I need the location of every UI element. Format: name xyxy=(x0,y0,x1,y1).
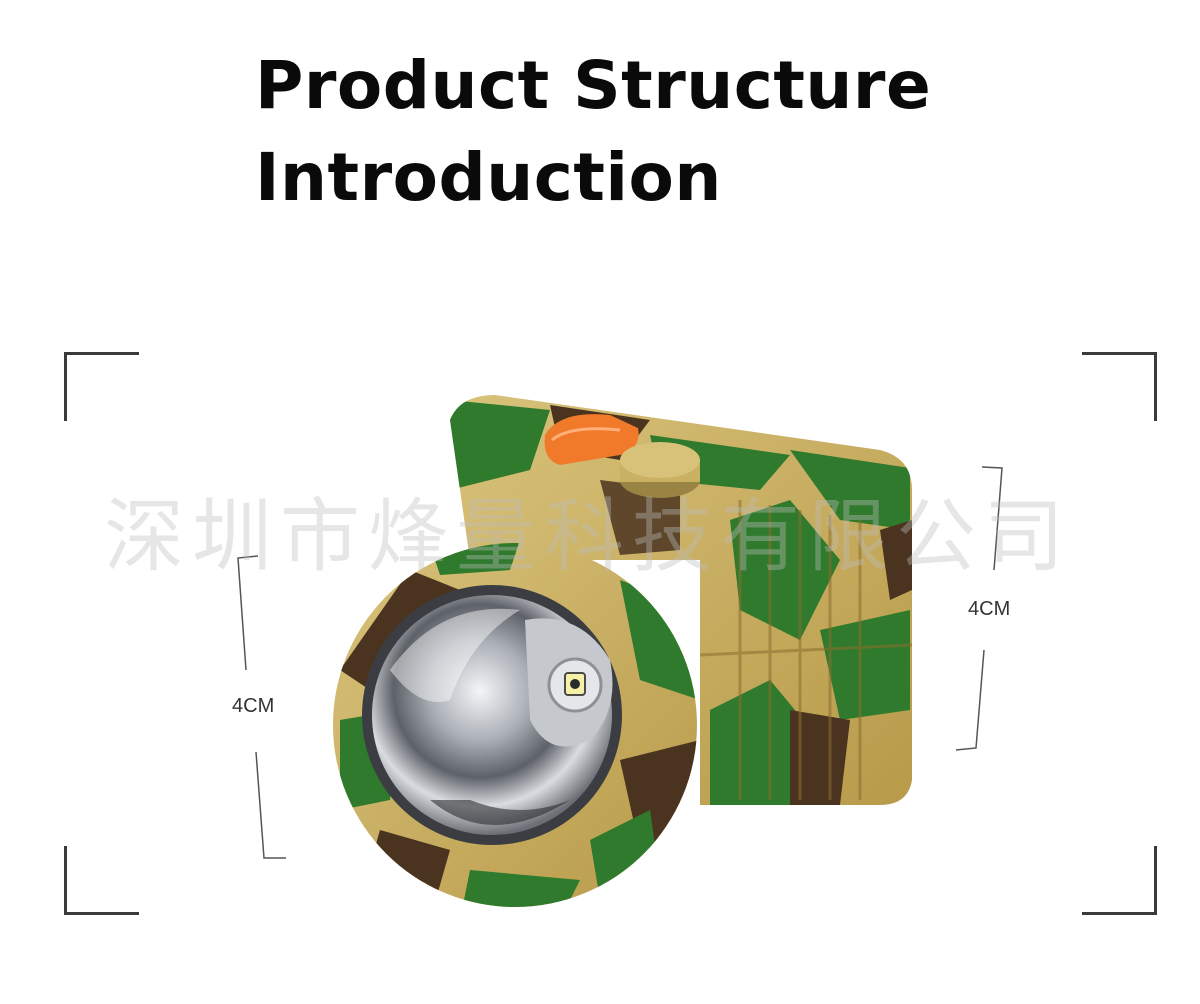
adjustment-knob xyxy=(620,442,700,498)
dimension-bracket-right-top xyxy=(981,466,1003,571)
frame-corner-bottom-right xyxy=(1082,846,1157,915)
headlamp-image xyxy=(333,395,913,907)
depth-dimension-label: 4CM xyxy=(968,598,1011,620)
led-module xyxy=(525,618,613,747)
lamp-head xyxy=(333,543,697,907)
power-switch xyxy=(544,414,639,465)
title-line-1: Product Structure xyxy=(255,47,932,124)
dimension-bracket-right-bottom xyxy=(955,649,985,751)
page-title: Product Structure Introduction xyxy=(255,40,931,224)
height-dimension-label: 4CM xyxy=(232,695,275,717)
frame-corner-bottom-left xyxy=(64,846,139,915)
frame-corner-top-left xyxy=(64,352,139,421)
dimension-bracket-left-top xyxy=(237,555,259,671)
frame-corner-top-right xyxy=(1082,352,1157,421)
title-line-2: Introduction xyxy=(255,139,722,216)
dimension-bracket-left-bottom xyxy=(255,751,286,859)
